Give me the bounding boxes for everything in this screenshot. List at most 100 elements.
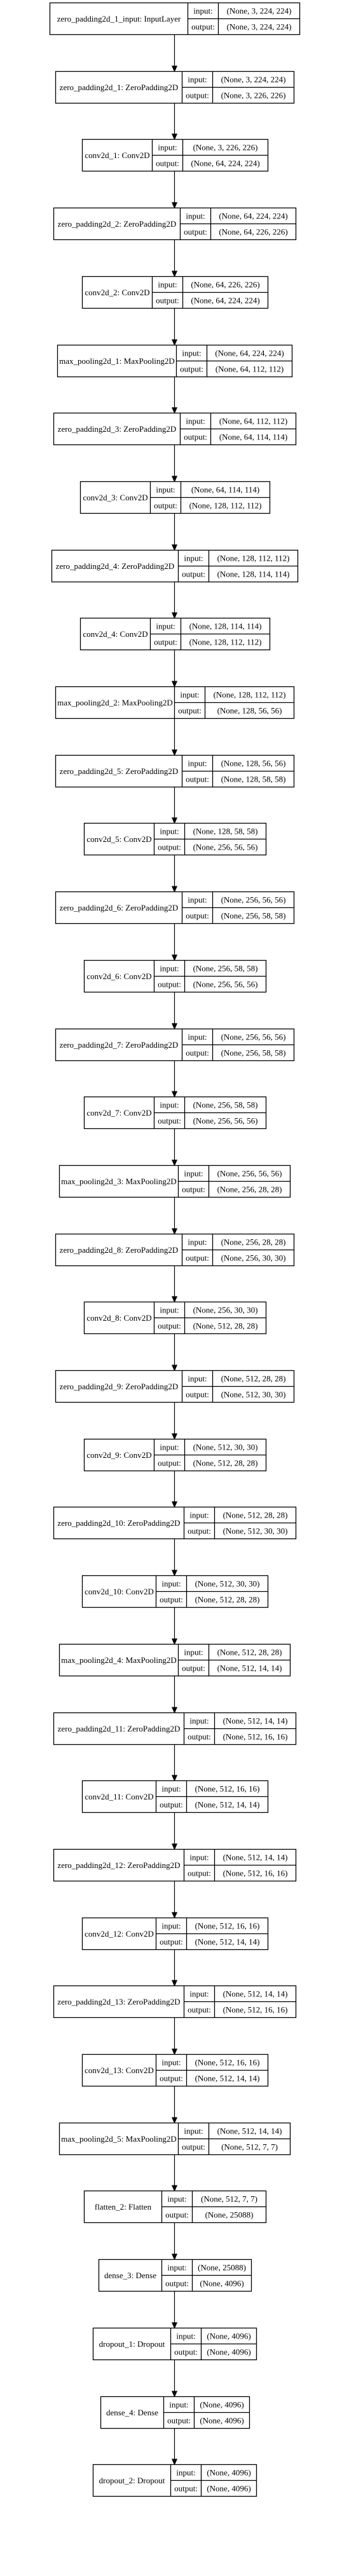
output-shape: (None, 3, 226, 226) — [221, 91, 286, 100]
layer-name: conv2d_7: Conv2D — [86, 1108, 151, 1118]
output-port-label: output: — [165, 2279, 189, 2288]
input-port-label: input: — [189, 1716, 209, 1726]
layer-name: conv2d_11: Conv2D — [85, 1792, 153, 1801]
input-shape: (None, 4096) — [200, 2400, 243, 2410]
output-shape: (None, 256, 56, 56) — [193, 1116, 258, 1126]
input-port-label: input: — [161, 2058, 181, 2067]
output-port-label: output: — [160, 2074, 183, 2083]
layer-name: dense_4: Dense — [106, 2408, 158, 2417]
input-port-label: input: — [188, 75, 207, 84]
output-shape: (None, 512, 28, 28) — [193, 1321, 258, 1331]
layer-node: zero_padding2d_2: ZeroPadding2Dinput:out… — [53, 207, 297, 241]
output-port-label: output: — [165, 2210, 189, 2220]
layer-name: flatten_2: Flatten — [95, 2202, 152, 2212]
input-shape: (None, 128, 56, 56) — [221, 759, 286, 768]
input-port-label: input: — [176, 2332, 195, 2341]
input-port-label: input: — [188, 1032, 207, 1042]
layer-node: zero_padding2d_8: ZeroPadding2Dinput:out… — [55, 1233, 295, 1267]
output-port-label: output: — [156, 296, 179, 305]
output-shape: (None, 512, 16, 16) — [223, 1732, 288, 1742]
input-port-label: input: — [161, 1921, 181, 1931]
output-shape: (None, 4096) — [207, 2347, 250, 2357]
input-port-label: input: — [160, 1100, 179, 1110]
output-port-label: output: — [182, 570, 205, 579]
output-port-label: output: — [158, 980, 181, 989]
output-shape: (None, 256, 58, 58) — [221, 1048, 286, 1058]
output-shape: (None, 512, 30, 30) — [223, 1526, 288, 1536]
layer-name: max_pooling2d_4: MaxPooling2D — [61, 1655, 177, 1665]
input-port-label: input: — [160, 1305, 179, 1315]
layer-node: zero_padding2d_9: ZeroPadding2Dinput:out… — [55, 1370, 295, 1403]
output-shape: (None, 512, 16, 16) — [223, 2005, 288, 2015]
layer-name: dropout_2: Dropout — [99, 2476, 165, 2485]
output-port-label: output: — [160, 1937, 183, 1947]
output-port-label: output: — [154, 501, 177, 511]
layer-name: zero_padding2d_11: ZeroPadding2D — [58, 1724, 181, 1733]
nodes-group: zero_padding2d_1_input: InputLayerinput:… — [49, 2, 301, 2497]
output-shape: (None, 512, 28, 28) — [193, 1458, 258, 1468]
input-shape: (None, 256, 58, 58) — [193, 1100, 258, 1110]
input-shape: (None, 128, 112, 112) — [214, 690, 286, 700]
input-shape: (None, 512, 16, 16) — [195, 1921, 260, 1931]
input-shape: (None, 64, 112, 112) — [219, 417, 287, 426]
layer-name: conv2d_8: Conv2D — [86, 1313, 151, 1323]
output-port-label: output: — [158, 843, 181, 852]
layer-node: zero_padding2d_4: ZeroPadding2Dinput:out… — [51, 549, 299, 583]
layer-node: zero_padding2d_7: ZeroPadding2Dinput:out… — [55, 1028, 295, 1062]
layer-name: zero_padding2d_8: ZeroPadding2D — [60, 1245, 179, 1255]
input-port-label: input: — [193, 6, 212, 16]
input-port-label: input: — [160, 827, 179, 836]
input-port-label: input: — [186, 211, 205, 221]
output-port-label: output: — [156, 159, 179, 168]
output-shape: (None, 256, 56, 56) — [193, 843, 258, 852]
layer-name: zero_padding2d_1: ZeroPadding2D — [60, 83, 179, 92]
output-shape: (None, 512, 16, 16) — [223, 1869, 288, 1878]
layer-name: conv2d_3: Conv2D — [83, 493, 147, 502]
input-shape: (None, 512, 28, 28) — [217, 1648, 282, 1657]
layer-node: max_pooling2d_1: MaxPooling2Dinput:outpu… — [57, 344, 293, 378]
output-shape: (None, 128, 112, 112) — [189, 501, 262, 511]
layer-node: zero_padding2d_12: ZeroPadding2D input: ou… — [53, 1848, 297, 1882]
output-shape: (None, 512, 7, 7) — [221, 2142, 278, 2152]
layer-node: zero_padding2d_5: ZeroPadding2Dinput:out… — [55, 754, 295, 788]
layer-name: zero_padding2d_12: ZeroPadding2D — [57, 1860, 180, 1870]
output-shape: (None, 512, 14, 14) — [195, 1800, 260, 1810]
input-port-label: input: — [188, 759, 207, 768]
output-port-label: output: — [174, 2347, 198, 2357]
input-shape: (None, 64, 114, 114) — [191, 485, 259, 495]
layer-node: max_pooling2d_5: MaxPooling2Dinput:outpu… — [58, 2122, 291, 2156]
input-shape: (None, 3, 226, 226) — [193, 143, 258, 152]
input-port-label: input: — [184, 554, 203, 563]
output-shape: (None, 4096) — [207, 2484, 250, 2493]
input-port-label: input: — [156, 485, 175, 495]
output-port-label: output: — [180, 364, 203, 374]
layer-node: zero_padding2d_6: ZeroPadding2Dinput:out… — [55, 891, 295, 924]
output-shape: (None, 512, 14, 14) — [217, 1664, 282, 1673]
input-port-label: input: — [189, 1853, 209, 1862]
output-shape: (None, 512, 30, 30) — [221, 1390, 286, 1399]
output-port-label: output: — [184, 432, 207, 442]
layer-name: dropout_1: Dropout — [99, 2339, 165, 2349]
layer-node: zero_padding2d_1: ZeroPadding2Dinput:out… — [55, 70, 295, 104]
input-shape: (None, 64, 224, 224) — [215, 349, 284, 358]
layer-name: max_pooling2d_3: MaxPooling2D — [61, 1177, 177, 1186]
output-shape: (None, 4096) — [200, 2416, 243, 2426]
input-shape: (None, 512, 30, 30) — [193, 1443, 258, 1452]
input-shape: (None, 512, 14, 14) — [217, 2126, 282, 2136]
input-port-label: input: — [167, 2263, 186, 2272]
input-port-label: input: — [158, 280, 177, 290]
input-port-label: input: — [188, 1238, 207, 1247]
input-shape: (None, 256, 58, 58) — [193, 964, 258, 973]
output-port-label: output: — [188, 1869, 211, 1878]
output-port-label: output: — [188, 1732, 211, 1742]
input-port-label: input: — [160, 1443, 179, 1452]
